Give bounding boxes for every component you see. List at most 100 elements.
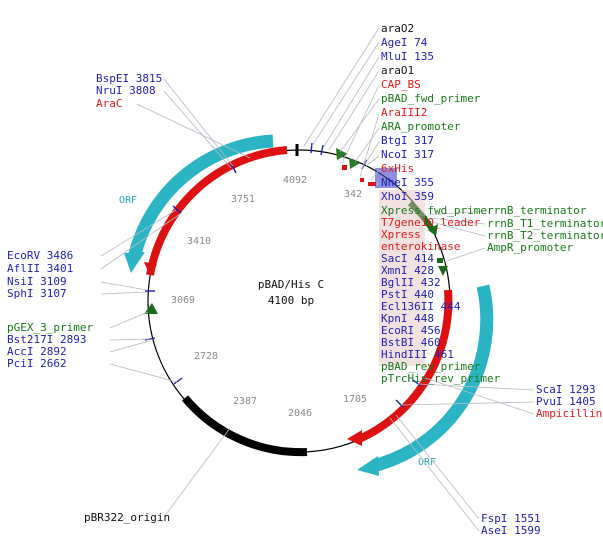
map-label: BglII 432 xyxy=(381,276,441,289)
orf-arc-right xyxy=(371,284,494,473)
map-label: Xpress_fwd_primer xyxy=(381,204,494,217)
map-label: AflII 3401 xyxy=(7,262,73,275)
plasmid-size: 4100 bp xyxy=(268,294,314,307)
map-label: NcoI 317 xyxy=(381,148,434,161)
map-label: AccI 2892 xyxy=(7,345,67,358)
map-label: SphI 3107 xyxy=(7,287,67,300)
map-label: AmpR_promoter xyxy=(487,241,573,254)
ampr-promoter-arrow xyxy=(438,266,448,276)
map-label: enterokinase xyxy=(381,240,460,253)
map-label: CAP_BS xyxy=(381,78,421,91)
orf-arrowhead-left xyxy=(124,252,145,273)
arac-arrowhead xyxy=(144,262,157,276)
map-label: pBAD_fwd_primer xyxy=(381,92,481,105)
tick-label: 2728 xyxy=(194,351,218,362)
orf-arc-left xyxy=(127,134,274,260)
leader-lines xyxy=(100,27,535,532)
map-label: ScaI 1293 xyxy=(536,383,596,396)
map-label: AraC xyxy=(96,97,123,110)
right-mid-labels: rrnB_terminator rrnB_T1_terminator rrnB_… xyxy=(487,204,603,254)
left-mid-labels: EcoRV 3486 AflII 3401 NsiI 3109 SphI 310… xyxy=(7,249,73,300)
bottom-right-labels: FspI 1551 AseI 1599 xyxy=(481,512,541,537)
tick-label: 4092 xyxy=(283,175,307,186)
right-top-labels: araO2 AgeI 74 MluI 135 araO1 CAP_BS pBAD… xyxy=(381,22,481,203)
map-label: rrnB_T2_terminator xyxy=(487,229,603,242)
site-tick-ecorv xyxy=(172,205,182,214)
tick-label: 2387 xyxy=(233,396,257,407)
map-label: BspEI 3815 xyxy=(96,72,162,85)
site-tick-scai xyxy=(412,379,422,387)
ampicillin-feature-arc xyxy=(355,289,453,444)
map-label: rrnB_T1_terminator xyxy=(487,217,603,230)
map-label: BstBI 460 xyxy=(381,336,441,349)
map-label: PciI 2662 xyxy=(7,357,67,370)
orf-label: ORF xyxy=(418,457,436,468)
map-label: NsiI 3109 xyxy=(7,275,67,288)
site-tick-agei xyxy=(310,142,313,154)
tick-label: 3410 xyxy=(187,236,211,247)
map-label: AseI 1599 xyxy=(481,524,541,537)
map-label: XmnI 428 xyxy=(381,264,434,277)
map-label: ARA_promoter xyxy=(381,120,461,133)
araiii2-mark xyxy=(360,178,364,182)
mcs-cluster xyxy=(375,168,397,188)
map-label: FspI 1551 xyxy=(481,512,541,525)
map-label: pTrcHis_rev_primer xyxy=(381,372,501,385)
map-label: T7gene10_leader xyxy=(381,216,481,229)
site-tick-bst217i xyxy=(144,337,156,341)
map-label: PvuI 1405 xyxy=(536,395,596,408)
map-label: HindIII 461 xyxy=(381,348,454,361)
ampr-promoter-mark xyxy=(437,258,443,263)
pgex-primer-arrow xyxy=(144,303,158,314)
rrnb-arrowhead xyxy=(428,224,438,236)
map-label: SacI 414 xyxy=(381,252,434,265)
orf-label: ORF xyxy=(119,195,137,206)
map-label: NruI 3808 xyxy=(96,84,156,97)
map-label: araO2 xyxy=(381,22,414,35)
map-label: 6xHis xyxy=(381,162,414,175)
map-label: MluI 135 xyxy=(381,50,434,63)
map-label: NheI 355 xyxy=(381,176,434,189)
map-label: pBR322_origin xyxy=(84,511,170,524)
right-bottom-labels: ScaI 1293 PvuI 1405 Ampicillin xyxy=(536,383,602,420)
overlap-labels: Xpress_fwd_primer T7gene10_leader Xpress… xyxy=(381,204,501,385)
tick-label: 3069 xyxy=(171,295,195,306)
map-label: Xpress xyxy=(381,228,421,241)
map-label: EcoRV 3486 xyxy=(7,249,73,262)
map-label: Ampicillin xyxy=(536,407,602,420)
cap-bs-mark xyxy=(342,165,347,170)
left-low-labels: pGEX_3_primer Bst217I 2893 AccI 2892 Pci… xyxy=(7,321,93,370)
label-overlap-block xyxy=(379,190,425,366)
map-label: AraIII2 xyxy=(381,106,427,119)
map-label: AgeI 74 xyxy=(381,36,428,49)
site-tick-pcii xyxy=(173,377,183,385)
left-top-labels: BspEI 3815 NruI 3808 AraC xyxy=(96,72,162,110)
tick-label: 2046 xyxy=(288,408,312,419)
pbr322-origin-arc xyxy=(181,395,308,457)
map-label: pBAD_rev_primer xyxy=(381,360,481,373)
map-label: rrnB_terminator xyxy=(487,204,587,217)
map-label: Ecl136II 444 xyxy=(381,300,461,313)
map-label: XhoI 359 xyxy=(381,190,434,203)
arac-feature-arc xyxy=(146,146,288,276)
tick-label: 3751 xyxy=(231,194,255,205)
tick-label: 1705 xyxy=(343,394,367,405)
pbad-fwd-arrow xyxy=(336,148,348,160)
map-label: EcoRI 456 xyxy=(381,324,441,337)
his-tag-mark xyxy=(368,182,376,186)
site-tick-pvui xyxy=(395,399,404,408)
tick-label: 342 xyxy=(344,189,362,200)
ara-promoter-arrow xyxy=(349,158,360,169)
map-label: araO1 xyxy=(381,64,414,77)
map-label: pGEX_3_primer xyxy=(7,321,93,334)
map-label: BtgI 317 xyxy=(381,134,434,147)
map-label: Bst217I 2893 xyxy=(7,333,86,346)
bottom-labels: pBR322_origin xyxy=(84,511,170,524)
map-label: PstI 440 xyxy=(381,288,434,301)
orf-arrowhead-right xyxy=(357,456,379,476)
map-label: KpnI 448 xyxy=(381,312,434,325)
ampicillin-arrowhead xyxy=(347,430,362,446)
site-tick-mlui xyxy=(320,144,324,156)
